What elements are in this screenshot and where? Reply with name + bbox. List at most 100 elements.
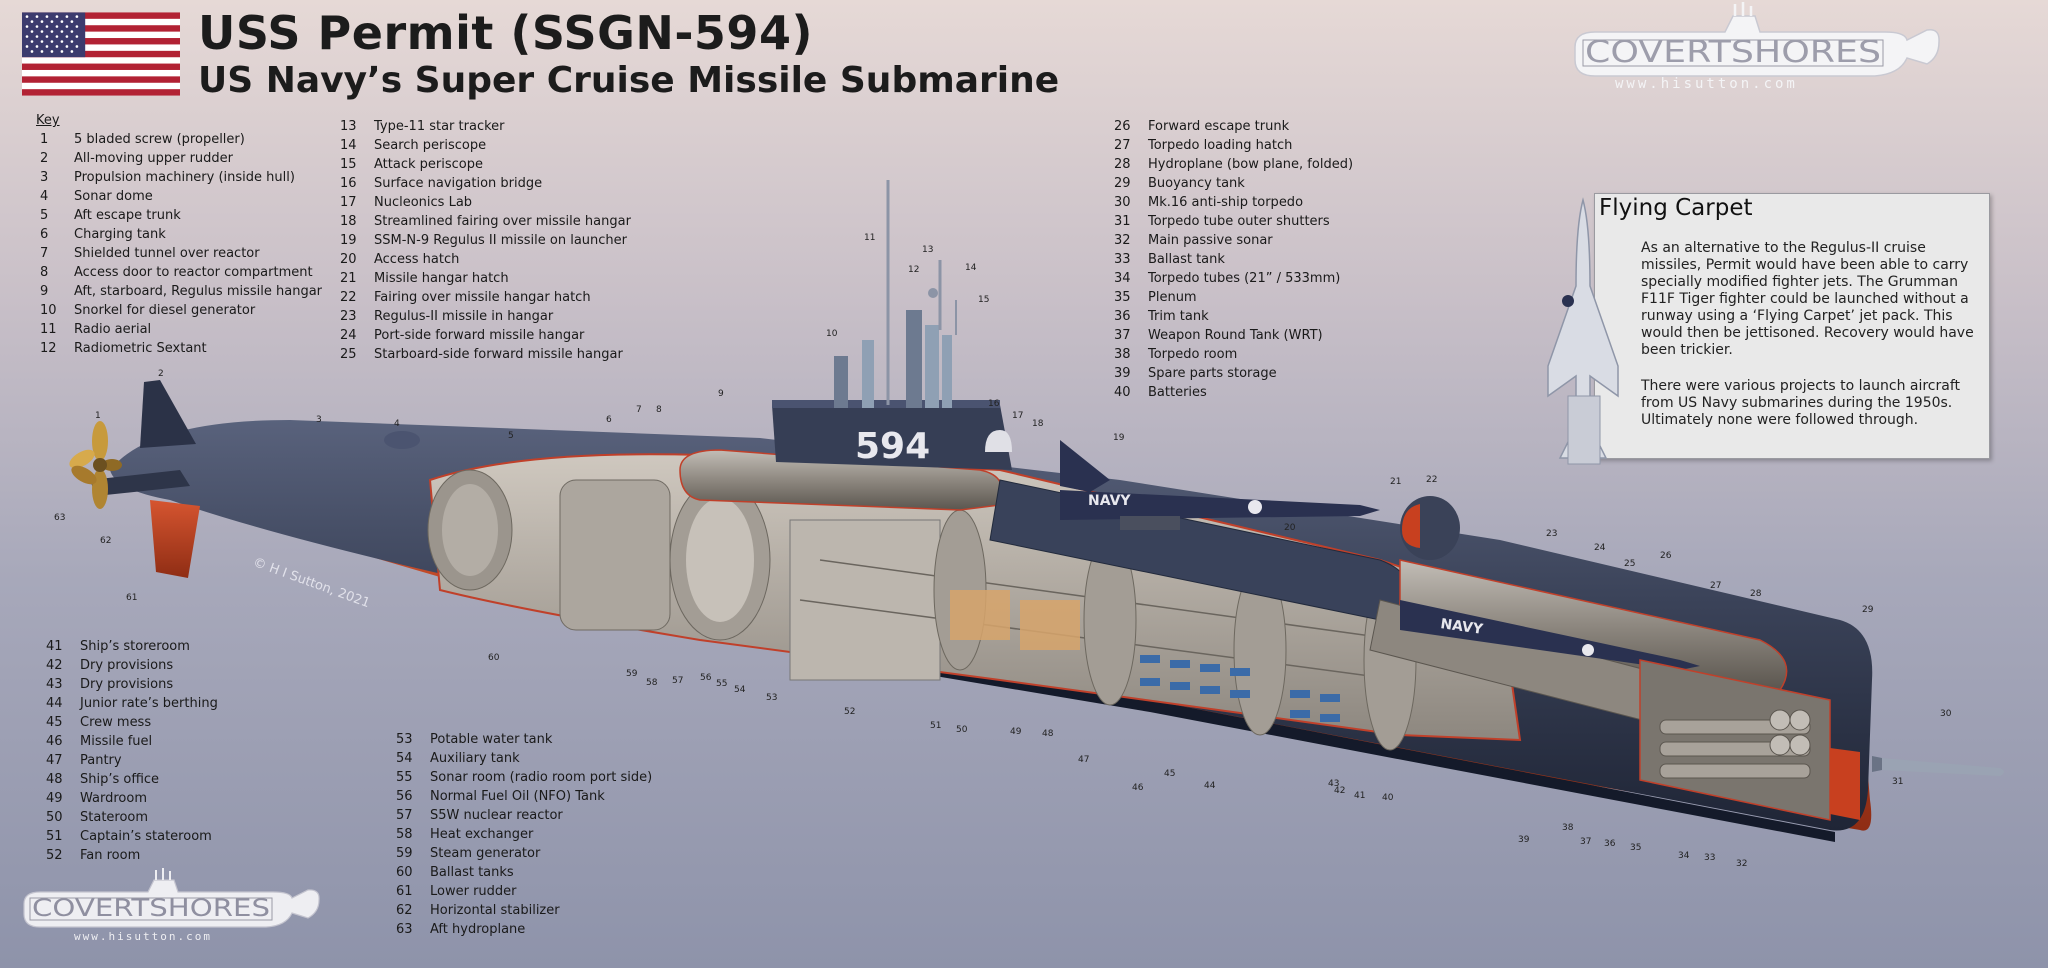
key-item-label: Plenum <box>1148 290 1197 305</box>
callout-11: 11 <box>864 233 875 243</box>
key-item-label: Forward escape trunk <box>1148 119 1290 134</box>
hull-number: 594 <box>855 426 930 467</box>
us-flag-icon <box>22 12 180 96</box>
key-item-label: Potable water tank <box>430 732 553 747</box>
key-item-label: Aft escape trunk <box>74 208 181 223</box>
callout-paragraph-1: As an alternative to the Regulus-II crui… <box>1641 240 1974 358</box>
key-item-23: 23 Regulus-II missile in hangar <box>340 307 631 326</box>
key-item-number: 34 <box>1114 271 1131 286</box>
key-item-label: S5W nuclear reactor <box>430 808 563 823</box>
key-item-number: 54 <box>396 751 413 766</box>
callout-53: 53 <box>766 693 777 703</box>
key-item-number: 32 <box>1114 233 1131 248</box>
callout-44: 44 <box>1204 781 1216 791</box>
key-item-35: 35 Plenum <box>1114 288 1353 307</box>
key-item-label: Buoyancy tank <box>1148 176 1245 191</box>
key-item-number: 22 <box>340 290 357 305</box>
callout-13: 13 <box>922 245 933 255</box>
key-item-label: Ballast tank <box>1148 252 1225 267</box>
callout-20: 20 <box>1284 523 1296 533</box>
key-item-label: Regulus-II missile in hangar <box>374 309 554 324</box>
callout-48: 48 <box>1042 729 1054 739</box>
key-item-number: 1 <box>40 132 49 147</box>
page-title: USS Permit (SSGN-594) <box>198 6 813 60</box>
callout-19: 19 <box>1113 433 1125 443</box>
key-item-number: 39 <box>1114 366 1131 381</box>
callout-46: 46 <box>1132 783 1144 793</box>
key-item-number: 30 <box>1114 195 1131 210</box>
key-item-number: 49 <box>46 791 63 806</box>
logo-url-text: www.hisutton.com <box>1615 76 1798 92</box>
callout-26: 26 <box>1660 551 1672 561</box>
missile-hatch <box>1402 504 1420 548</box>
callout-8: 8 <box>656 405 662 415</box>
key-item-number: 44 <box>46 696 63 711</box>
key-item-32: 32 Main passive sonar <box>1114 231 1353 250</box>
key-item-number: 25 <box>340 347 357 362</box>
key-item-label: Stateroom <box>80 810 149 825</box>
key-item-label: Ship’s office <box>80 772 160 787</box>
regulus-missile-hangar: NAVY <box>1400 600 1700 670</box>
key-item-label: Radio aerial <box>74 322 152 337</box>
page-subtitle: US Navy’s Super Cruise Missile Submarine <box>198 60 1060 101</box>
callout-50: 50 <box>956 725 968 735</box>
key-item-label: Dry provisions <box>80 658 174 673</box>
key-item-label: Main passive sonar <box>1148 233 1273 248</box>
callout-1: 1 <box>95 411 101 421</box>
callout-34: 34 <box>1678 851 1690 861</box>
lower-rudder <box>150 500 200 578</box>
key-item-label: Radiometric Sextant <box>74 341 207 356</box>
key-item-number: 35 <box>1114 290 1131 305</box>
key-item-label: Ballast tanks <box>430 865 514 880</box>
callout-45: 45 <box>1164 769 1175 779</box>
key-item-number: 23 <box>340 309 357 324</box>
callout-12: 12 <box>908 265 919 275</box>
key-item-label: Lower rudder <box>430 884 517 899</box>
callout-22: 22 <box>1426 475 1437 485</box>
callout-55: 55 <box>716 679 727 689</box>
key-item-number: 12 <box>40 341 57 356</box>
callout-37: 37 <box>1580 837 1591 847</box>
covertshores-logo-bottom: COVERTSHORES www.hisutton.com <box>23 868 320 943</box>
key-item-label: Sonar room (radio room port side) <box>430 770 653 785</box>
callout-60: 60 <box>488 653 500 663</box>
key-item-30: 30 Mk.16 anti-ship torpedo <box>1114 193 1353 212</box>
key-item-number: 13 <box>340 119 357 134</box>
key-item-number: 51 <box>46 829 63 844</box>
callout-63: 63 <box>54 513 65 523</box>
callout-51: 51 <box>930 721 941 731</box>
callout-15: 15 <box>978 295 989 305</box>
callout-title: Flying Carpet <box>1599 195 1753 221</box>
logo-name-text: COVERTSHORES <box>1585 35 1881 70</box>
key-item-number: 62 <box>396 903 413 918</box>
callout-23: 23 <box>1546 529 1557 539</box>
key-item-number: 10 <box>40 303 57 318</box>
callout-5: 5 <box>508 431 514 441</box>
callout-29: 29 <box>1862 605 1874 615</box>
callout-35: 35 <box>1630 843 1641 853</box>
key-item-number: 45 <box>46 715 63 730</box>
f11f-tiger-jet-icon <box>1547 197 1619 465</box>
callout-40: 40 <box>1382 793 1394 803</box>
key-item-label: Weapon Round Tank (WRT) <box>1148 328 1323 343</box>
key-item-label: Mk.16 anti-ship torpedo <box>1148 195 1304 210</box>
callout-56: 56 <box>700 673 712 683</box>
